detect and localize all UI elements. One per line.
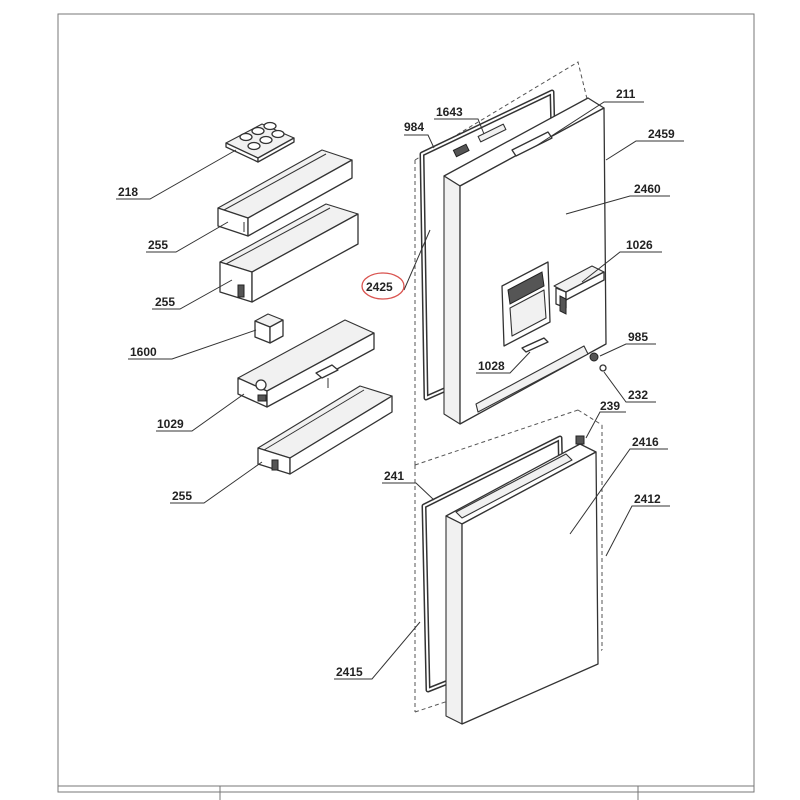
dispenser-bracket xyxy=(521,337,549,353)
callout-2460: 2460 xyxy=(634,182,661,196)
callout-2412: 2412 xyxy=(634,492,661,506)
callout-1029: 1029 xyxy=(157,417,184,431)
callout-241: 241 xyxy=(384,469,404,483)
door-shelf-top xyxy=(217,149,353,237)
leader-lines xyxy=(116,101,684,680)
callout-255-bottom: 255 xyxy=(172,489,192,503)
dispenser-module xyxy=(237,319,375,408)
callout-2425: 2425 xyxy=(366,280,393,294)
small-cube-part xyxy=(254,313,284,344)
door-shelf-bottom xyxy=(257,385,393,475)
callout-1643: 1643 xyxy=(436,105,463,119)
dispenser-lever xyxy=(553,265,605,315)
lower-door-panel xyxy=(445,435,599,725)
callout-211: 211 xyxy=(616,87,636,101)
callout-labels: 218 255 255 1600 1029 255 1643 984 211 2… xyxy=(118,87,675,679)
callout-255-middle: 255 xyxy=(155,295,175,309)
hinge-bushing xyxy=(589,352,607,372)
egg-tray xyxy=(225,121,295,163)
callout-2459: 2459 xyxy=(648,127,675,141)
callout-255-top: 255 xyxy=(148,238,168,252)
callout-2416: 2416 xyxy=(632,435,659,449)
callout-218: 218 xyxy=(118,185,138,199)
callout-984: 984 xyxy=(404,120,424,134)
callout-1026: 1026 xyxy=(626,238,653,252)
page-frame xyxy=(57,13,755,800)
callout-239: 239 xyxy=(600,399,620,413)
callout-985: 985 xyxy=(628,330,648,344)
callout-232: 232 xyxy=(628,388,648,402)
callout-2415: 2415 xyxy=(336,665,363,679)
door-shelf-middle xyxy=(219,203,359,303)
highlight-ring xyxy=(361,272,405,300)
callout-1028: 1028 xyxy=(478,359,505,373)
callout-1600: 1600 xyxy=(130,345,157,359)
upper-door-panel xyxy=(443,97,607,425)
